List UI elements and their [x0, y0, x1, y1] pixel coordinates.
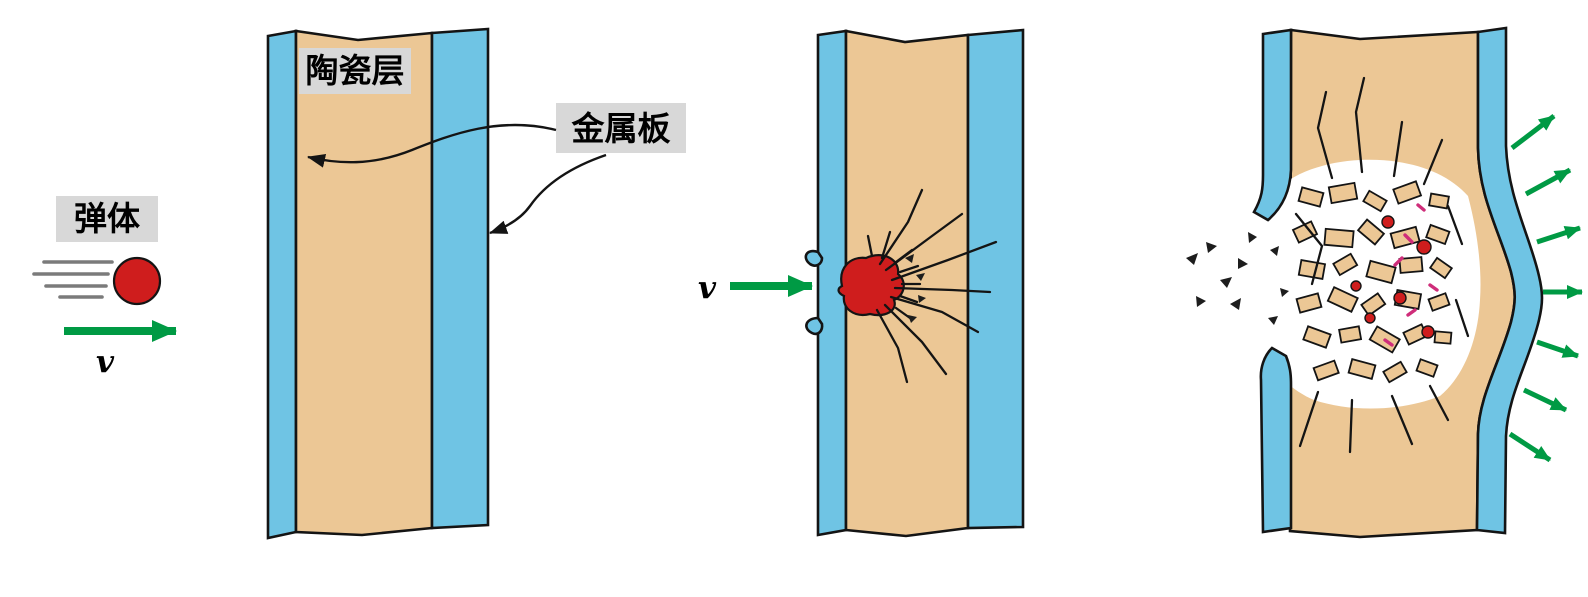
radial-cracks [1294, 76, 1470, 454]
projectile-label: 弹体 [56, 196, 158, 242]
projectile-fragments [1350, 215, 1435, 339]
front-metal-plate-broken [1252, 28, 1293, 534]
stage-1-intact-panel: v 弹体 陶瓷层 金属板 [32, 27, 686, 540]
back-metal-plate [966, 28, 1025, 530]
leader-arrow-back-plate [489, 153, 607, 235]
ceramic-core [294, 29, 434, 537]
stage-2-impact-panel: v [698, 28, 1025, 538]
velocity-label: v [96, 344, 115, 380]
front-metal-plate [266, 29, 298, 540]
back-plate-bulge [1475, 26, 1544, 535]
micro-fragments [1383, 203, 1439, 347]
metal-plate-label: 金属板 [556, 103, 686, 153]
rubble-fragments [1291, 180, 1454, 384]
spall-debris [1186, 232, 1289, 325]
svg-text:陶瓷层: 陶瓷层 [306, 52, 405, 89]
speed-lines [32, 260, 114, 299]
velocity-label: v [698, 270, 717, 306]
ceramic-layer-label: 陶瓷层 [299, 48, 411, 94]
impact-fragments [905, 254, 926, 323]
radial-cracks [866, 188, 998, 384]
crater-lips [804, 249, 824, 336]
projectile-ball [112, 256, 162, 306]
back-metal-plate [430, 27, 490, 530]
svg-text:弹体: 弹体 [74, 200, 140, 237]
stage-3-perforation-panel [1186, 26, 1583, 539]
leader-arrow-front-plate [307, 123, 557, 168]
momentum-arrows [1508, 114, 1583, 463]
svg-text:金属板: 金属板 [571, 110, 671, 147]
